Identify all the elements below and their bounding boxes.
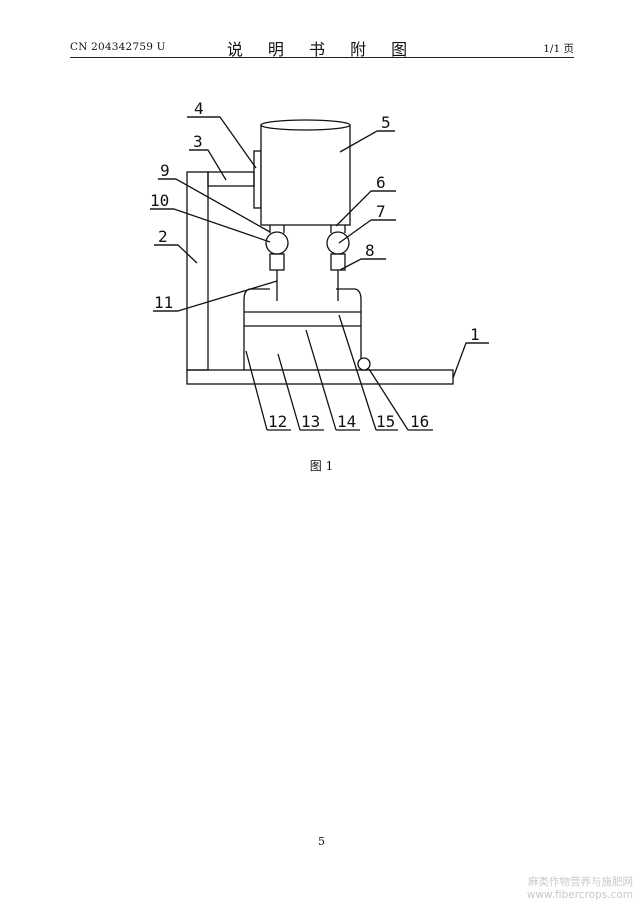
motor-cylinder <box>260 124 351 226</box>
page-header: CN 204342759 U 说 明 书 附 图 1/1 页 <box>70 36 574 59</box>
horizontal-arm <box>207 171 255 187</box>
drain-valve <box>357 357 371 371</box>
label-16: 16 <box>410 412 429 431</box>
leader-line-2 <box>154 244 198 264</box>
motor-top-ellipse <box>260 119 351 131</box>
page-count: 1/1 页 <box>543 43 574 55</box>
leader-line-12 <box>245 350 268 431</box>
label-14: 14 <box>337 412 356 431</box>
page-title: 说 明 书 附 图 <box>226 40 418 59</box>
right-holder <box>330 253 346 271</box>
left-holder <box>269 253 285 271</box>
label-3: 3 <box>193 132 203 151</box>
watermark: 麻类作物营养与施肥网 www.fibercrops.com <box>527 876 633 902</box>
label-underlines <box>150 116 489 431</box>
page-number: 5 <box>318 835 325 848</box>
mounting-plate <box>253 150 262 209</box>
leader-line-1 <box>452 342 489 379</box>
label-2: 2 <box>158 227 168 246</box>
label-6: 6 <box>376 173 386 192</box>
figure-caption: 图 1 <box>309 459 334 473</box>
label-5: 5 <box>381 113 391 132</box>
label-11: 11 <box>154 293 173 312</box>
label-15: 15 <box>376 412 395 431</box>
leader-line-10 <box>150 208 271 243</box>
leader-line-14 <box>305 329 337 431</box>
header-rule <box>70 57 574 58</box>
right-gauge-wheel <box>326 231 350 255</box>
watermark-url: www.fibercrops.com <box>526 889 633 901</box>
label-1: 1 <box>470 325 480 344</box>
leader-line-15 <box>338 314 377 431</box>
label-10: 10 <box>150 191 169 210</box>
label-7: 7 <box>376 202 386 221</box>
label-8: 8 <box>365 241 375 260</box>
vertical-column <box>186 171 209 371</box>
label-4: 4 <box>194 99 204 118</box>
label-13: 13 <box>301 412 320 431</box>
watermark-site-name: 麻类作物营养与施肥网 <box>528 876 633 888</box>
leader-line-8 <box>339 258 386 271</box>
left-gauge-wheel <box>265 231 289 255</box>
leader-line-13 <box>277 353 301 431</box>
leader-line-9 <box>158 178 271 233</box>
label-9: 9 <box>160 161 170 180</box>
publication-number: CN 204342759 U <box>70 41 166 53</box>
leader-line-16 <box>368 368 409 431</box>
label-12: 12 <box>268 412 287 431</box>
container-body <box>243 288 362 370</box>
